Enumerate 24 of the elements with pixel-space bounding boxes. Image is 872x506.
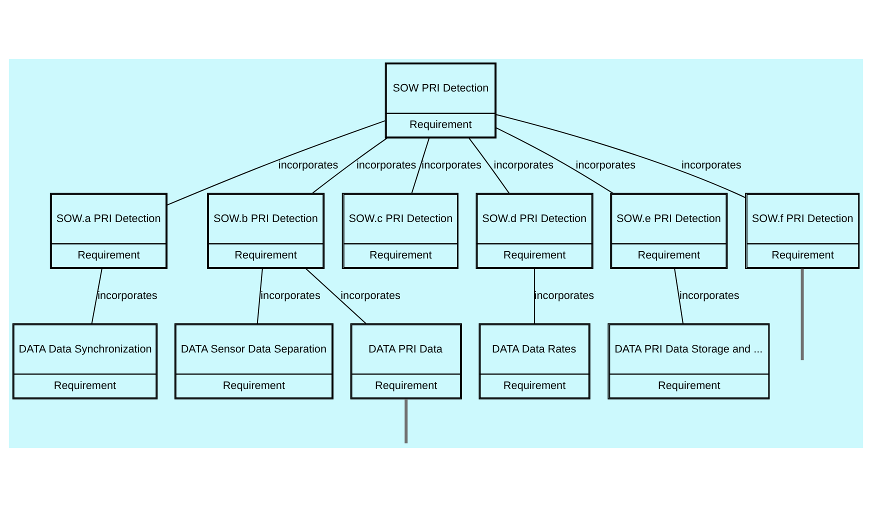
connector xyxy=(534,268,536,324)
edge-label: incorporates xyxy=(422,158,482,171)
edge-label: incorporates xyxy=(680,289,740,302)
edge-label: incorporates xyxy=(576,158,636,171)
connector xyxy=(91,268,102,324)
edge-label: incorporates xyxy=(682,158,742,171)
edge-label: incorporates xyxy=(494,158,554,171)
connector xyxy=(404,398,408,443)
connector xyxy=(166,120,386,206)
edge-label: incorporates xyxy=(278,158,338,171)
edge-label: incorporates xyxy=(356,158,416,171)
connector xyxy=(468,137,510,194)
connector xyxy=(496,114,746,198)
edge-label: incorporates xyxy=(340,289,400,302)
edge-label: incorporates xyxy=(260,289,320,302)
connector xyxy=(306,268,366,324)
connector xyxy=(256,268,263,324)
connector xyxy=(496,126,614,194)
connector xyxy=(411,137,430,194)
edge-label: incorporates xyxy=(98,289,158,302)
connector xyxy=(312,137,388,194)
edge-label: incorporates xyxy=(534,289,594,302)
connector xyxy=(800,268,804,360)
connector xyxy=(674,268,684,324)
